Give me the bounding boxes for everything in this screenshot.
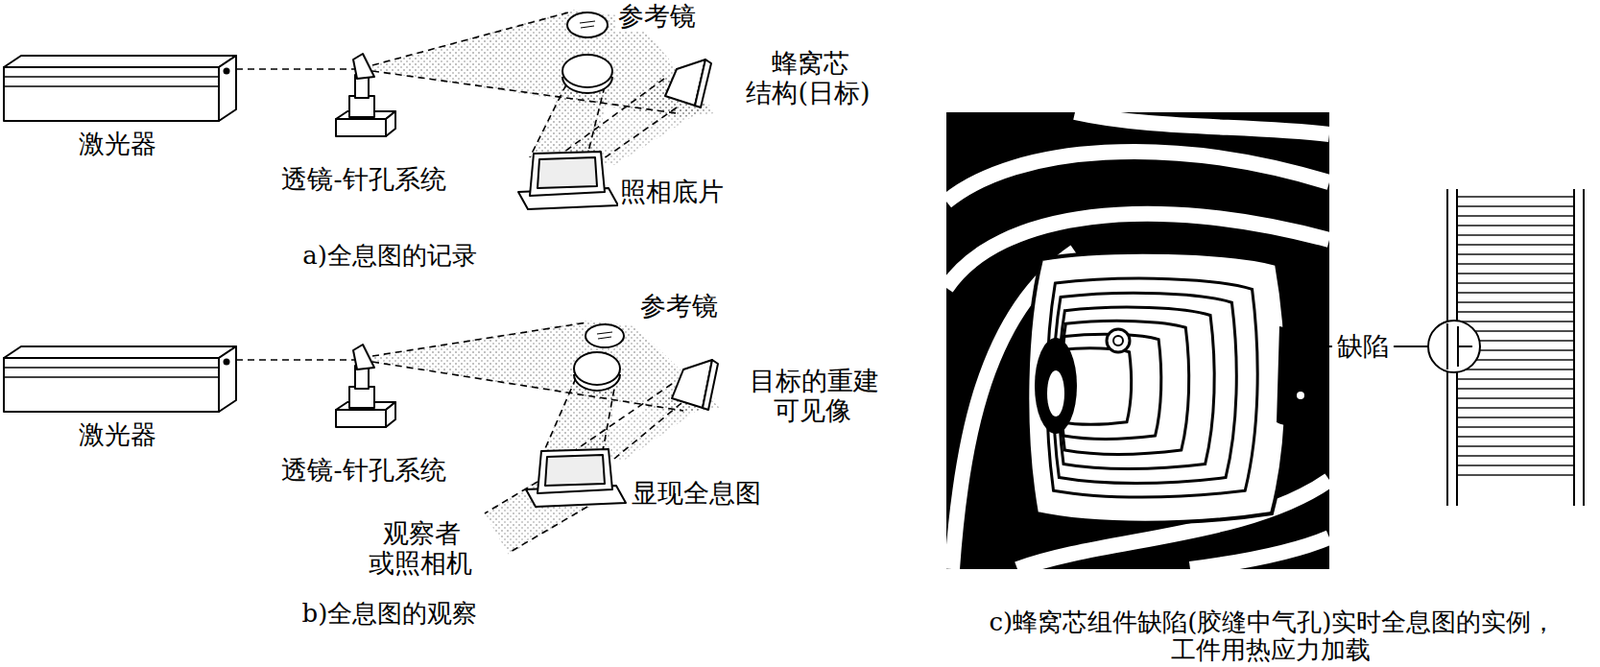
label-box: 参考镜 bbox=[638, 290, 720, 321]
honeycomb-target bbox=[665, 59, 712, 108]
label-text: 激光器 bbox=[76, 419, 159, 450]
label-text: b)全息图的观察 bbox=[300, 598, 480, 628]
label-text: 目标的重建 可见像 bbox=[747, 365, 880, 426]
label-text: 蜂窝芯 结构(日标) bbox=[745, 47, 872, 108]
label-box: 照相底片 bbox=[618, 176, 726, 207]
label-box: 透镜-针孔系统 bbox=[279, 454, 448, 485]
label-box: 缺陷 bbox=[1335, 331, 1391, 361]
photo-film bbox=[518, 151, 619, 210]
label-box: 显现全息图 bbox=[629, 477, 764, 508]
label-text: 照相底片 bbox=[618, 176, 726, 207]
honeycomb-section bbox=[1428, 189, 1584, 506]
label-box: 激光器 bbox=[76, 419, 159, 450]
label-text: 参考镜 bbox=[616, 0, 698, 31]
lens-pinhole bbox=[335, 344, 396, 428]
label-text: c)蜂窝芯组件缺陷(胶缝中气孔)实时全息图的实例， 工件用热应力加载 bbox=[986, 607, 1556, 665]
label-box: 观察者 或照相机 bbox=[366, 518, 476, 578]
lens-pinhole bbox=[335, 53, 396, 137]
label-box: 透镜-针孔系统 bbox=[279, 164, 448, 194]
fringe-pattern bbox=[946, 112, 1330, 570]
label-text: 透镜-针孔系统 bbox=[279, 454, 448, 485]
label-box: a)全息图的记录 bbox=[300, 241, 479, 271]
reconstructed-target bbox=[671, 359, 718, 410]
label-box: 参考镜 bbox=[616, 0, 698, 31]
label-text: 显现全息图 bbox=[629, 477, 764, 508]
label-text: 缺陷 bbox=[1335, 331, 1391, 361]
recording-setup bbox=[3, 9, 716, 210]
label-text: 参考镜 bbox=[638, 290, 720, 321]
label-box: 目标的重建 可见像 bbox=[746, 365, 882, 426]
reference-mirror bbox=[562, 12, 613, 94]
label-text: 激光器 bbox=[76, 128, 159, 159]
label-text: 观察者 或照相机 bbox=[368, 518, 475, 578]
label-text: a)全息图的记录 bbox=[300, 240, 479, 270]
laser-body bbox=[3, 55, 237, 121]
label-text: 透镜-针孔系统 bbox=[279, 164, 448, 194]
label-box: b)全息图的观察 bbox=[300, 599, 480, 629]
laser-body bbox=[3, 346, 237, 412]
label-box: 蜂窝芯 结构(日标) bbox=[744, 47, 875, 108]
hologram-plate bbox=[525, 449, 626, 507]
viewing-setup bbox=[3, 320, 720, 555]
beam-lines bbox=[236, 11, 677, 162]
label-box: c)蜂窝芯组件缺陷(胶缝中气孔)实时全息图的实例， 工件用热应力加载 bbox=[975, 608, 1570, 665]
reference-mirror bbox=[573, 324, 624, 391]
label-box: 激光器 bbox=[76, 128, 159, 159]
